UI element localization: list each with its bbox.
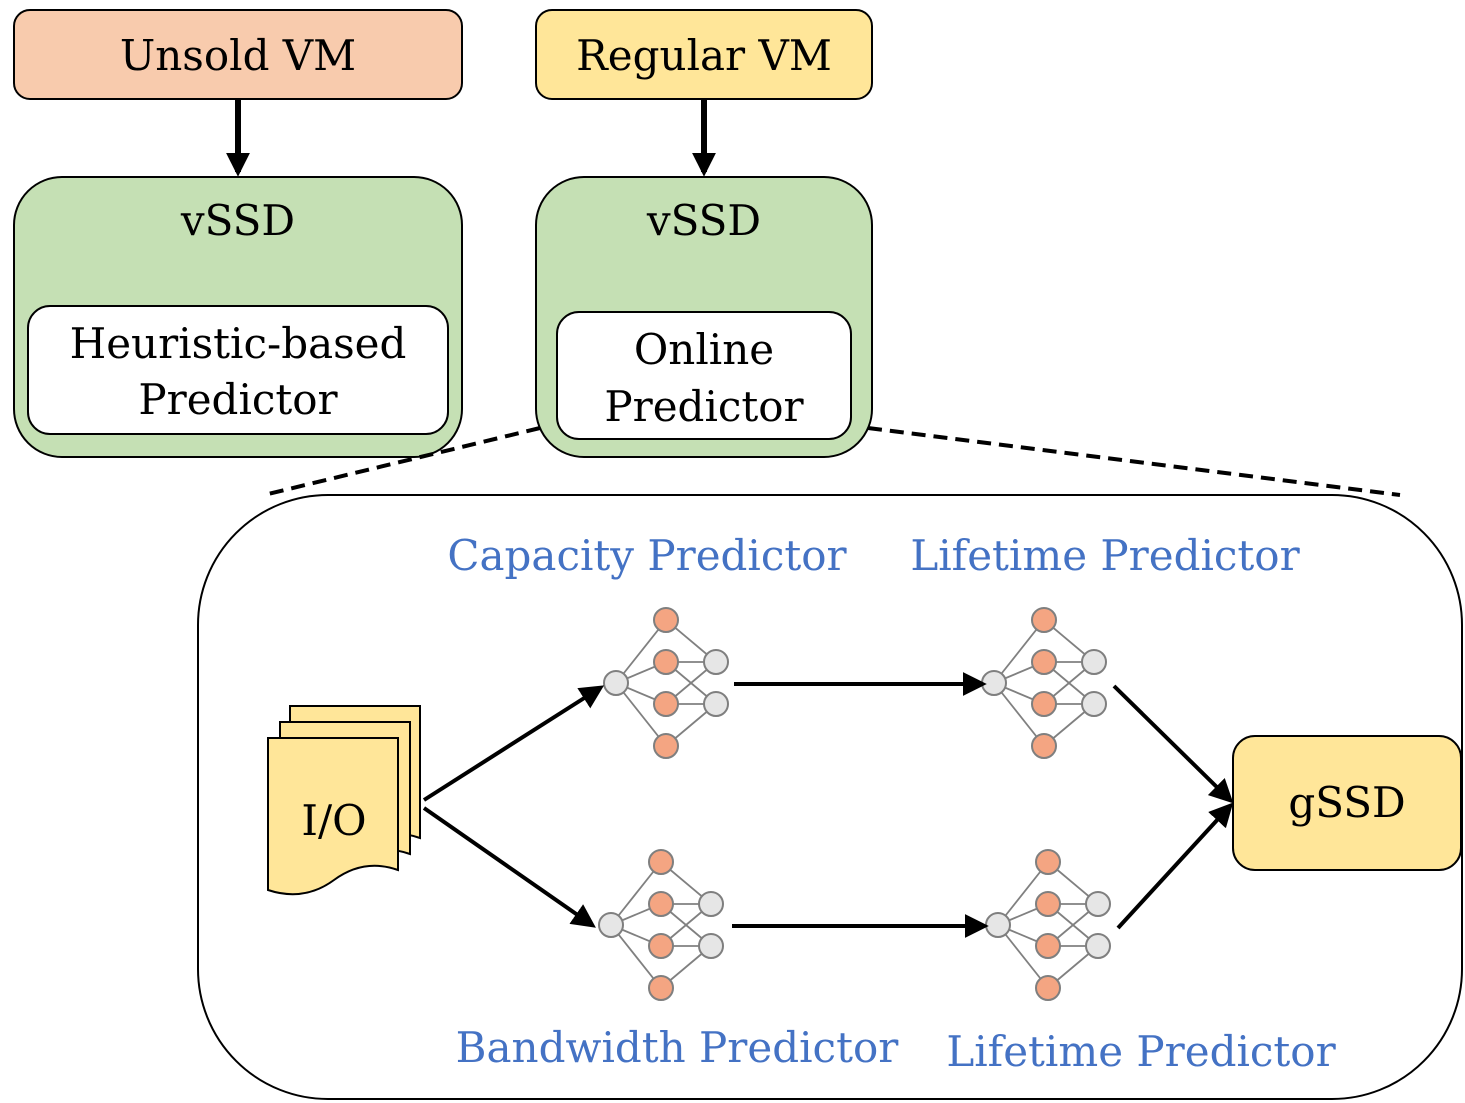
vssd-left-label: vSSD [180,196,295,245]
io-to-capacity-arrow [422,685,605,802]
unsold-vm-label: Unsold VM [120,31,356,80]
online-predictor-box [556,311,852,440]
vssd-right-node: vSSD Online Predictor [535,176,873,458]
io-label: I/O [301,796,366,845]
lifetime-predictor-bottom-label: Lifetime Predictor [946,1027,1336,1076]
vssd-left-node: vSSD Heuristic-based Predictor [13,176,463,458]
heuristic-predictor-line2: Predictor [138,375,338,424]
bandwidth-predictor-label: Bandwidth Predictor [456,1023,900,1072]
regular-vm-box [535,9,873,100]
online-predictor-line1: Online [634,325,774,374]
lifetime-predictor-top-label: Lifetime Predictor [910,531,1300,580]
document-stack-icon [267,705,421,896]
online-predictor-line2: Predictor [604,382,804,431]
regular-vm-node: Regular VM [535,9,873,100]
unsold-vm-box [13,9,463,100]
heuristic-predictor-box [27,305,449,435]
heuristic-predictor-line1: Heuristic-based [70,319,407,368]
zoom-line-right [867,426,1401,497]
unsold-vm-node: Unsold VM [13,9,463,100]
io-to-bandwidth-arrow [422,806,596,928]
regular-vm-label: Regular VM [576,31,832,80]
gssd-node: gSSD [1232,735,1462,871]
gssd-label: gSSD [1288,778,1405,827]
lifetime-top-to-gssd-arrow [1112,684,1234,804]
lifetime-bottom-to-gssd-arrow [1116,802,1234,930]
capacity-predictor-label: Capacity Predictor [447,531,847,580]
vssd-right-label: vSSD [646,196,761,245]
zoom-line-left [263,426,541,497]
